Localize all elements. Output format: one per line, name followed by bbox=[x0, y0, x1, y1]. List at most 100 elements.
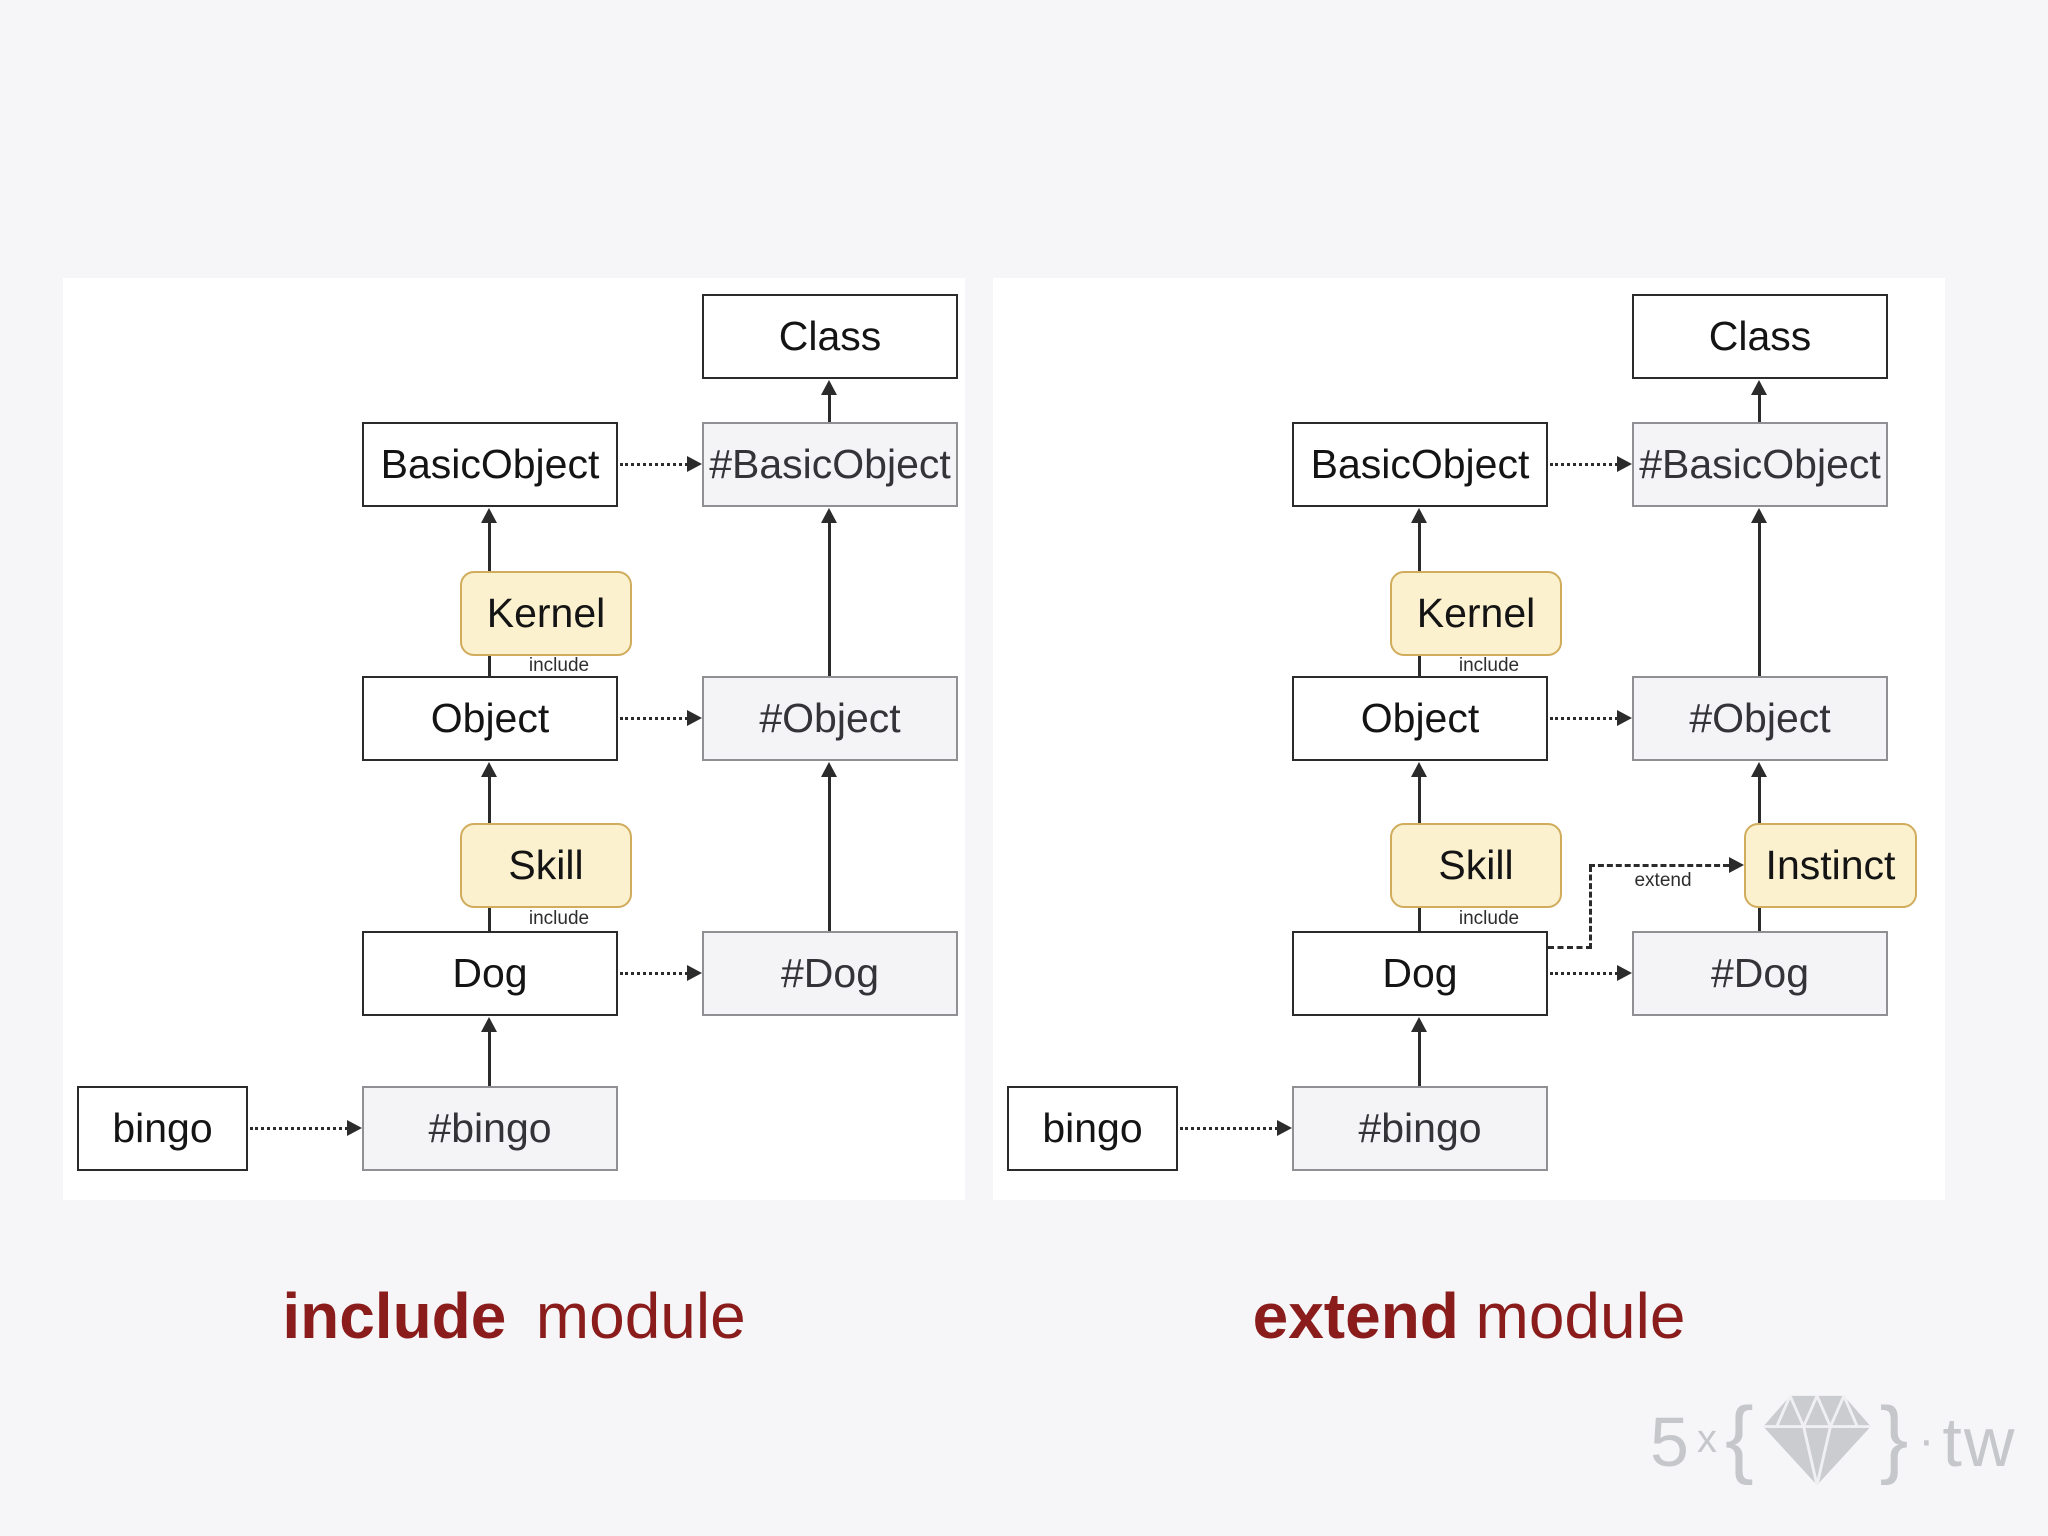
hash-dog-box-2-label: #Dog bbox=[1710, 950, 1809, 996]
object-box: Object bbox=[362, 676, 618, 761]
dotted-dog-to-hash bbox=[620, 972, 688, 975]
bingo-box-label: bingo bbox=[112, 1105, 213, 1151]
line-hashobject-to-hashbasicobject-2 bbox=[1758, 521, 1761, 676]
include-edge-label-kernel: include bbox=[528, 655, 590, 676]
dashed-extend-segment-top bbox=[1589, 864, 1729, 867]
arrowhead-hashbasicobject-to-class bbox=[821, 380, 837, 395]
instinct-module-box-label: Instinct bbox=[1765, 842, 1896, 888]
dotted-bingo-to-hash bbox=[250, 1127, 348, 1130]
dog-box: Dog bbox=[362, 931, 618, 1016]
dashed-extend-segment-bottom bbox=[1548, 946, 1592, 949]
include-edge-label-skill-2: include bbox=[1458, 908, 1520, 929]
arrowhead-basicobject-to-hash-2 bbox=[1617, 456, 1632, 472]
dotted-dog-to-hash-2 bbox=[1550, 972, 1618, 975]
kernel-module-box-2-label: Kernel bbox=[1416, 590, 1536, 636]
arrowhead-dog-to-object-2 bbox=[1411, 762, 1427, 777]
arrowhead-hashbingo-to-dog-2 bbox=[1411, 1017, 1427, 1032]
arrowhead-hashdog-to-hashobject bbox=[821, 762, 837, 777]
hash-basicobject-box-2-label: #BasicObject bbox=[1639, 441, 1881, 487]
line-hashbingo-to-dog bbox=[488, 1030, 491, 1086]
arrowhead-object-to-hash bbox=[687, 710, 702, 726]
class-box: Class bbox=[702, 294, 958, 379]
dog-box-label: Dog bbox=[452, 950, 528, 996]
watermark-brace-open: { bbox=[1724, 1389, 1754, 1486]
class-box-2: Class bbox=[1632, 294, 1888, 379]
arrowhead-object-to-hash-2 bbox=[1617, 710, 1632, 726]
arrowhead-extend-to-instinct bbox=[1729, 857, 1744, 873]
skill-module-box: Skill bbox=[460, 823, 632, 908]
hash-object-box: #Object bbox=[702, 676, 958, 761]
hash-basicobject-box-2: #BasicObject bbox=[1632, 422, 1888, 507]
watermark-brace-close: } bbox=[1879, 1389, 1909, 1486]
bingo-box-2-label: bingo bbox=[1042, 1105, 1143, 1151]
watermark-separator: · bbox=[1918, 1413, 1935, 1467]
hash-bingo-box-2: #bingo bbox=[1292, 1086, 1548, 1171]
dotted-bingo-to-hash-2 bbox=[1180, 1127, 1278, 1130]
include-caption: include module bbox=[63, 1277, 965, 1355]
arrowhead-bingo-to-hash bbox=[347, 1120, 362, 1136]
ruby-gem-icon bbox=[1758, 1392, 1876, 1493]
hash-bingo-box-2-label: #bingo bbox=[1358, 1105, 1482, 1151]
include-caption-bold: include bbox=[282, 1280, 507, 1352]
arrowhead-basicobject-to-hash bbox=[687, 456, 702, 472]
hash-basicobject-box: #BasicObject bbox=[702, 422, 958, 507]
class-box-label: Class bbox=[778, 313, 882, 359]
arrowhead-hashobject-to-hashbasicobject bbox=[821, 508, 837, 523]
dotted-basicobject-to-hash-2 bbox=[1550, 463, 1618, 466]
arrowhead-hashdog-to-hashobject-2 bbox=[1751, 762, 1767, 777]
basicobject-box-2: BasicObject bbox=[1292, 422, 1548, 507]
arrowhead-hashbingo-to-dog bbox=[481, 1017, 497, 1032]
watermark-times: x bbox=[1696, 1416, 1717, 1461]
hash-bingo-box-label: #bingo bbox=[428, 1105, 552, 1151]
arrowhead-dog-to-hash-2 bbox=[1617, 965, 1632, 981]
hash-object-box-2: #Object bbox=[1632, 676, 1888, 761]
dotted-object-to-hash bbox=[620, 717, 688, 720]
hash-bingo-box: #bingo bbox=[362, 1086, 618, 1171]
line-hashbasicobject-to-class-2 bbox=[1758, 393, 1761, 422]
basicobject-box-2-label: BasicObject bbox=[1310, 441, 1530, 487]
kernel-module-box-label: Kernel bbox=[486, 590, 606, 636]
bingo-box: bingo bbox=[77, 1086, 248, 1171]
line-hashdog-to-hashobject bbox=[828, 775, 831, 931]
object-box-2: Object bbox=[1292, 676, 1548, 761]
hash-dog-box: #Dog bbox=[702, 931, 958, 1016]
extend-caption-regular: module bbox=[1475, 1280, 1686, 1352]
arrowhead-dog-to-hash bbox=[687, 965, 702, 981]
hash-dog-box-label: #Dog bbox=[780, 950, 879, 996]
extend-caption-bold: extend bbox=[1252, 1280, 1459, 1352]
instinct-module-box: Instinct bbox=[1744, 823, 1917, 908]
arrowhead-hashobject-to-hashbasicobject-2 bbox=[1751, 508, 1767, 523]
dashed-extend-segment-vertical bbox=[1589, 866, 1592, 949]
hash-object-box-2-label: #Object bbox=[1689, 695, 1831, 741]
line-hashbingo-to-dog-2 bbox=[1418, 1030, 1421, 1086]
object-box-label: Object bbox=[430, 695, 550, 741]
line-hashbasicobject-to-class bbox=[828, 393, 831, 422]
skill-module-box-2-label: Skill bbox=[1438, 842, 1514, 888]
skill-module-box-2: Skill bbox=[1390, 823, 1562, 908]
watermark-tw: tw bbox=[1942, 1403, 2017, 1481]
class-box-2-label: Class bbox=[1708, 313, 1812, 359]
arrowhead-bingo-to-hash-2 bbox=[1277, 1120, 1292, 1136]
bingo-box-2: bingo bbox=[1007, 1086, 1178, 1171]
arrowhead-hashbasicobject-to-class-2 bbox=[1751, 380, 1767, 395]
include-edge-label-kernel-2: include bbox=[1458, 655, 1520, 676]
include-caption-regular: module bbox=[535, 1280, 746, 1352]
hash-object-box-label: #Object bbox=[759, 695, 901, 741]
basicobject-box-label: BasicObject bbox=[380, 441, 600, 487]
basicobject-box: BasicObject bbox=[362, 422, 618, 507]
dotted-object-to-hash-2 bbox=[1550, 717, 1618, 720]
dog-box-2: Dog bbox=[1292, 931, 1548, 1016]
object-box-2-label: Object bbox=[1360, 695, 1480, 741]
hash-basicobject-box-label: #BasicObject bbox=[709, 441, 951, 487]
dog-box-2-label: Dog bbox=[1382, 950, 1458, 996]
arrowhead-object-to-basicobject-2 bbox=[1411, 508, 1427, 523]
dotted-basicobject-to-hash bbox=[620, 463, 688, 466]
watermark-five: 5 bbox=[1650, 1403, 1689, 1481]
kernel-module-box-2: Kernel bbox=[1390, 571, 1562, 656]
hash-dog-box-2: #Dog bbox=[1632, 931, 1888, 1016]
arrowhead-object-to-basicobject bbox=[481, 508, 497, 523]
5xruby-tw-watermark: 5 x { } · tw bbox=[1650, 1389, 2017, 1493]
line-hashobject-to-hashbasicobject bbox=[828, 521, 831, 676]
